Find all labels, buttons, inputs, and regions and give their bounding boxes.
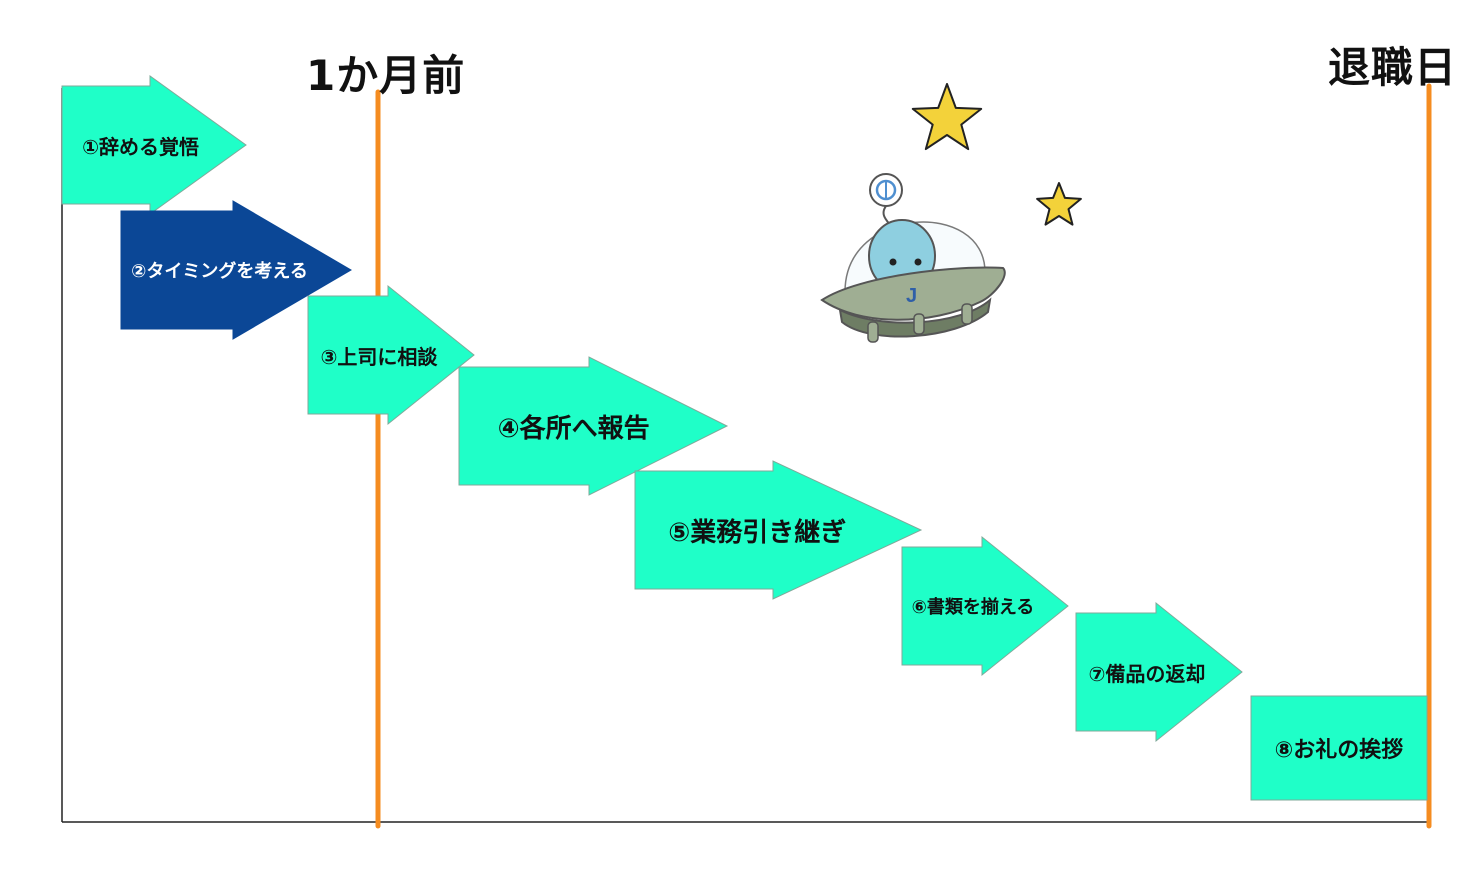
step-arrow-1 xyxy=(61,75,247,215)
retirement-day-label: 退職日 xyxy=(1328,43,1458,92)
step-arrow-8 xyxy=(1250,695,1428,801)
step-arrow-5 xyxy=(634,460,923,600)
step-arrow-3 xyxy=(307,284,475,426)
star-icon xyxy=(1036,182,1082,226)
ufo-mascot-icon: J xyxy=(820,173,1006,343)
step-arrow-4 xyxy=(458,356,729,496)
one-month-before-label: 1か月前 xyxy=(306,51,466,100)
star-icon xyxy=(911,83,983,151)
step-arrow-2 xyxy=(120,200,352,340)
svg-text:J: J xyxy=(906,285,917,307)
step-arrows xyxy=(61,75,1428,801)
step-arrow-6 xyxy=(901,535,1069,677)
step-arrow-7 xyxy=(1075,601,1243,743)
